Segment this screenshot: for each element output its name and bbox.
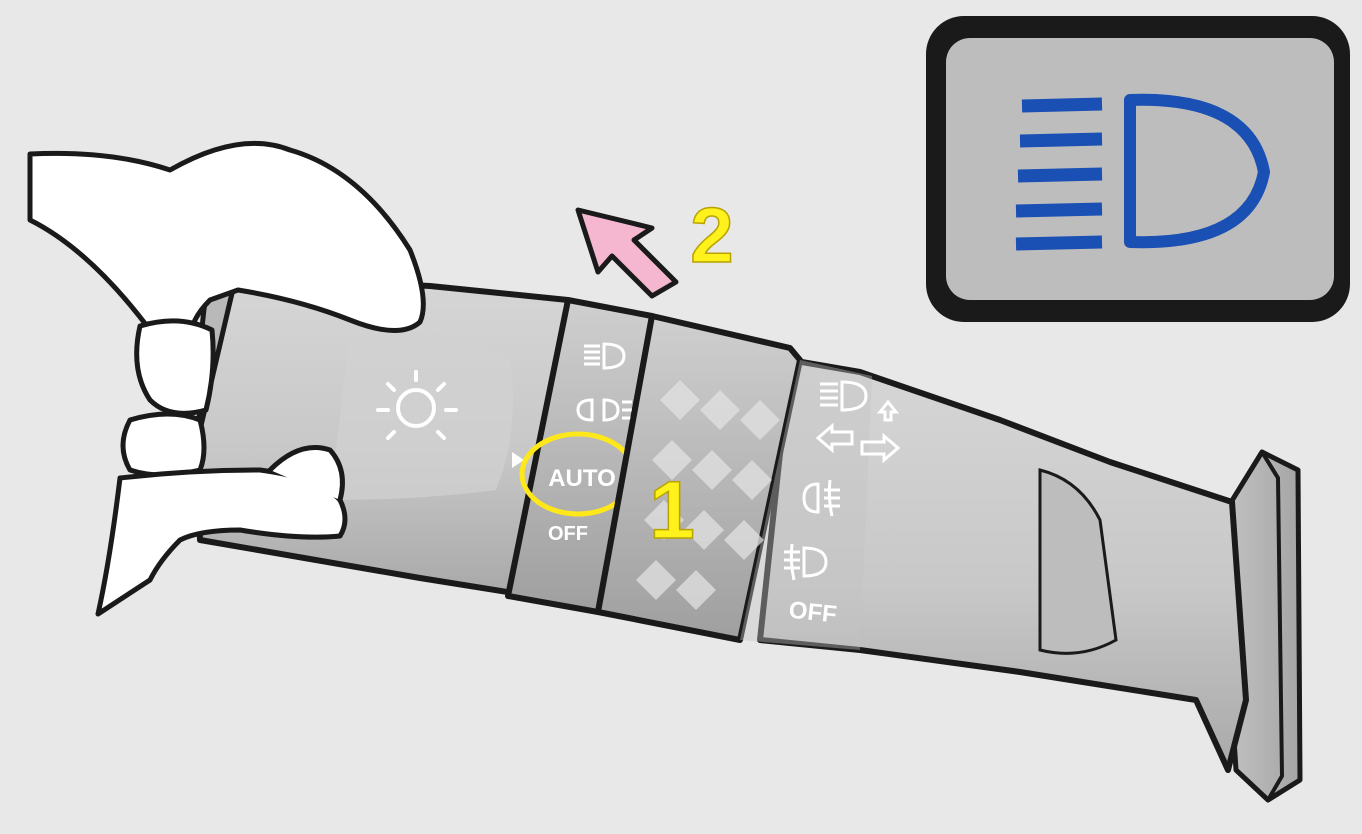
step-1-number: 1 [649,465,695,556]
ring-auto-label: AUTO [548,465,616,492]
knurled-ring[interactable] [595,313,803,643]
outer-turn-signal-icon [815,422,901,464]
outer-ring[interactable]: OFF [740,360,901,650]
hand-illustration [27,140,426,617]
outer-off-label: OFF [788,597,839,629]
outer-rear-fog-icon [802,479,840,517]
outer-high-beam-flash-icon [820,380,900,422]
ring-parking-lights-icon [576,398,632,422]
ring-pointer-icon [512,452,524,468]
indicator-panel [926,16,1350,322]
step-2-number: 2 [690,191,733,279]
high-beam-icon [1015,93,1270,251]
headlight-sun-icon [376,370,458,440]
ring-off-label: OFF [548,523,588,545]
inner-ring[interactable]: AUTO OFF [505,297,655,615]
outer-front-fog-icon [784,543,828,581]
push-forward-arrow [575,207,679,299]
ring-high-beam-icon [584,342,626,370]
